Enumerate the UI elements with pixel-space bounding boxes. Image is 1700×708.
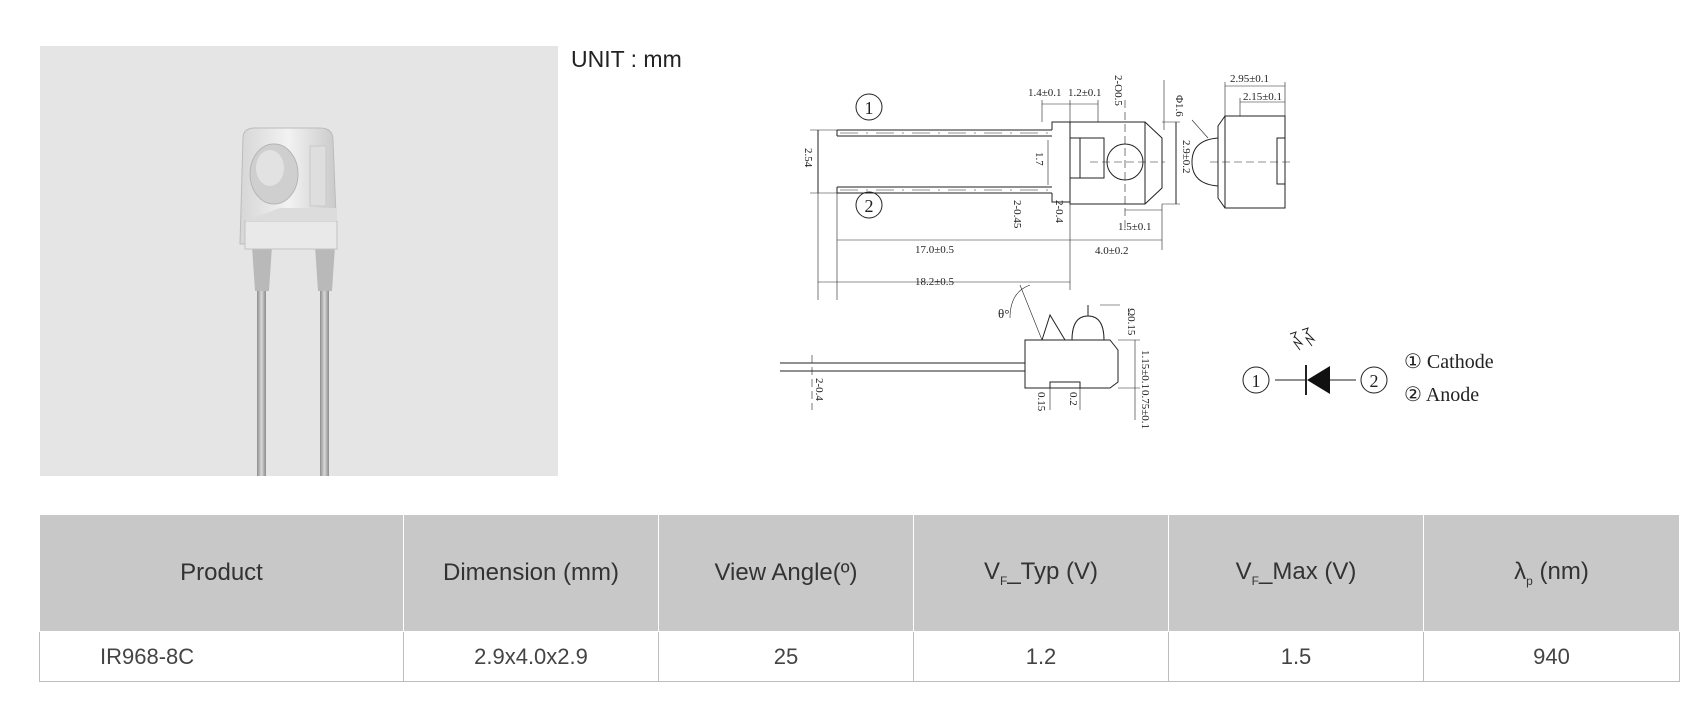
- cell-view-angle: 25: [658, 631, 914, 682]
- dim-2-9: 2.9±0.2: [1180, 140, 1192, 174]
- dim-2-04: 2-0.4: [1053, 200, 1065, 223]
- dim-1-15: 1.15±0.1: [1139, 350, 1151, 389]
- dim-17-0: 17.0±0.5: [915, 244, 955, 256]
- spec-table: Product Dimension (mm) View Angle(º) VF_…: [39, 514, 1680, 682]
- dim-0-2: 0.2: [1067, 392, 1079, 406]
- pin1-label: 1: [865, 98, 874, 118]
- unit-label: UNIT : mm: [571, 46, 682, 72]
- schematic-pin1: 1: [1252, 371, 1261, 391]
- dim-2-95: 2.95±0.1: [1230, 73, 1269, 85]
- dim-2-o05: 2-O0.5: [1112, 75, 1124, 106]
- cell-vf-max: 1.5: [1168, 631, 1424, 682]
- dim-0-75: 0.75±0.1: [1139, 390, 1151, 429]
- cell-wavelength: 940: [1423, 631, 1680, 682]
- schematic-pin2: 2: [1370, 371, 1379, 391]
- dim-1-4: 1.4±0.1: [1028, 87, 1062, 99]
- cell-product: IR968-8C: [39, 631, 404, 682]
- legend-anode: ② Anode: [1404, 384, 1479, 406]
- pin2-label: 2: [865, 196, 874, 216]
- table-header-row: Product Dimension (mm) View Angle(º) VF_…: [39, 514, 1680, 632]
- dim-2-045: 2-0.45: [1011, 200, 1023, 229]
- header-vf-max: VF_Max (V): [1168, 514, 1424, 632]
- dim-2-54: 2.54: [802, 148, 814, 168]
- dim-2-15: 2.15±0.1: [1243, 91, 1282, 103]
- dim-o0-15: Ω0.15: [1125, 308, 1137, 336]
- dim-1-5: 1.5±0.1: [1118, 221, 1152, 233]
- dim-theta: θ°: [998, 306, 1009, 321]
- header-view-angle: View Angle(º): [658, 514, 914, 632]
- product-photo: [40, 46, 558, 476]
- header-wavelength: λp (nm): [1423, 514, 1680, 632]
- dim-4-0: 4.0±0.2: [1095, 245, 1129, 257]
- cell-dimension: 2.9x4.0x2.9: [403, 631, 659, 682]
- header-dimension: Dimension (mm): [403, 514, 659, 632]
- cell-vf-typ: 1.2: [913, 631, 1169, 682]
- header-product: Product: [39, 514, 404, 632]
- dim-phi1-6: Φ1.6: [1173, 95, 1185, 117]
- dim-0-15: 0.15: [1035, 392, 1047, 412]
- dim-2-04-side: 2-0.4: [813, 378, 825, 401]
- header-vf-typ: VF_Typ (V): [913, 514, 1169, 632]
- dim-1-2: 1.2±0.1: [1068, 87, 1102, 99]
- dim-18-2: 18.2±0.5: [915, 276, 955, 288]
- dimension-drawing: 1 2 1.4±0.1 1.2±0.1 2-O0.5 2.54 1.7 2.9±…: [780, 73, 1494, 429]
- table-row: IR968-8C 2.9x4.0x2.9 25 1.2 1.5 940: [39, 631, 1680, 682]
- legend-cathode: ① Cathode: [1404, 351, 1494, 373]
- dim-1-7: 1.7: [1033, 152, 1045, 166]
